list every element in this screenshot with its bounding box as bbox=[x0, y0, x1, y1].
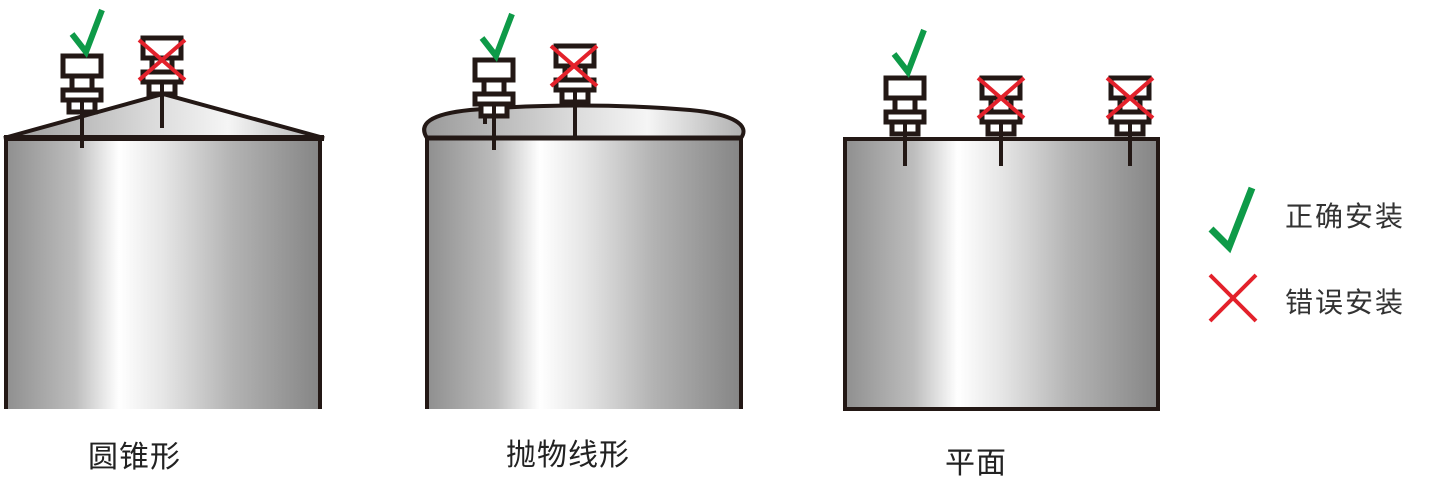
sensor-correct bbox=[475, 60, 513, 150]
check-icon bbox=[72, 10, 102, 52]
tank-flat bbox=[843, 30, 1160, 411]
legend-wrong-label: 错误安装 bbox=[1285, 286, 1406, 319]
tank-body bbox=[845, 139, 1158, 409]
tank-label-flat: 平面 bbox=[945, 446, 1007, 481]
tank-label-parabolic: 抛物线形 bbox=[506, 438, 630, 473]
sensor-wrong bbox=[556, 46, 594, 136]
tank-body bbox=[6, 138, 320, 409]
legend-check-icon bbox=[1208, 186, 1256, 254]
tank-label-cone: 圆锥形 bbox=[88, 440, 181, 475]
legend-cross-icon bbox=[1208, 273, 1258, 323]
sensor-wrong bbox=[982, 78, 1020, 166]
legend-correct-label: 正确安装 bbox=[1285, 200, 1406, 233]
dome-roof bbox=[422, 103, 746, 140]
sensor-wrong bbox=[143, 38, 181, 128]
sensor-correct bbox=[886, 78, 924, 166]
tank-parabolic bbox=[422, 14, 746, 409]
check-icon bbox=[894, 30, 924, 72]
legend bbox=[1208, 186, 1258, 323]
tank-body bbox=[427, 138, 741, 409]
check-icon bbox=[482, 14, 512, 56]
sensor-wrong bbox=[1111, 78, 1149, 166]
sensor-correct bbox=[63, 56, 101, 148]
tank-cone bbox=[3, 10, 325, 409]
